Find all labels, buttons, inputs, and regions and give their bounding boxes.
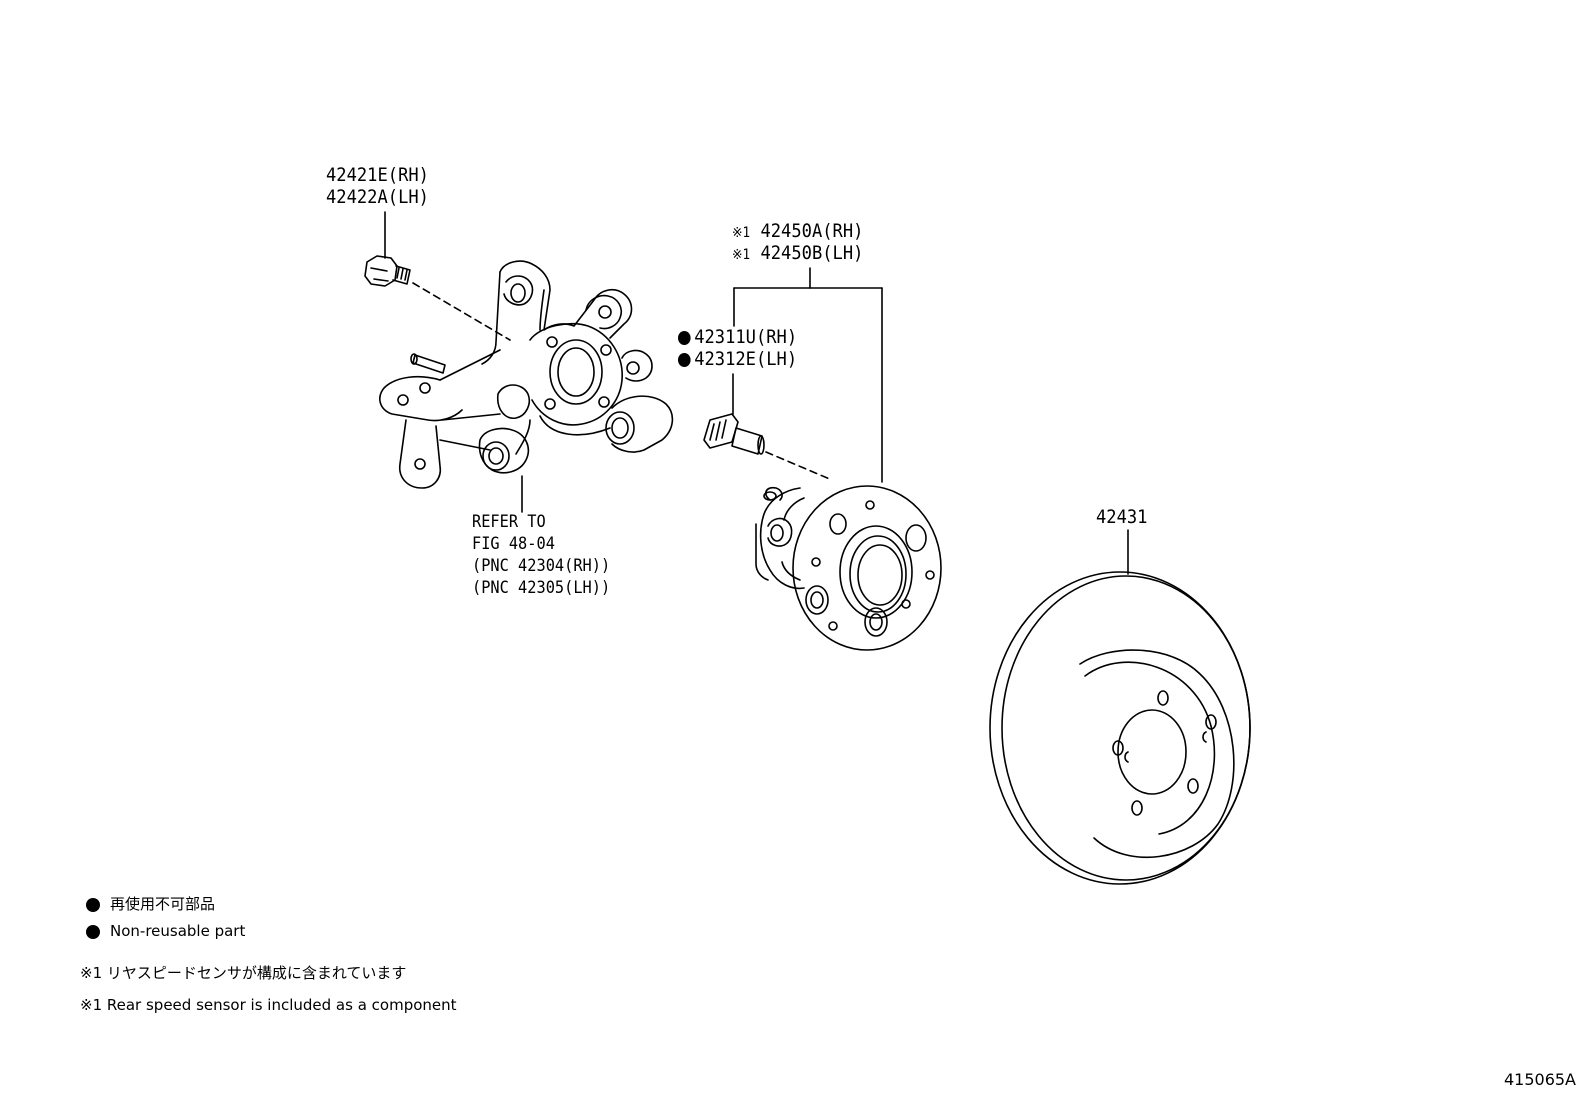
callout-hub-lh: ※1 42450B(LH) xyxy=(732,242,863,266)
legend-non-reusable-jp-text: 再使用不可部品 xyxy=(110,895,216,913)
callout-hub-rh-text: 42450A(RH) xyxy=(760,220,864,242)
hub-stud-part xyxy=(703,373,833,481)
refer-note-line-1: REFER TO xyxy=(472,512,546,532)
sensor-note-mark: ※1 xyxy=(732,225,751,241)
refer-note-line-2: FIG 48-04 xyxy=(472,534,555,554)
callout-stud-lh-text: 42312E(LH) xyxy=(694,348,798,370)
non-reusable-dot-icon xyxy=(86,897,100,912)
non-reusable-dot-icon xyxy=(678,330,691,345)
hub-leader-bracket xyxy=(733,267,883,483)
refer-note-line-4: (PNC 42305(LH)) xyxy=(472,578,611,598)
legend-non-reusable-en: Non-reusable part xyxy=(86,922,245,940)
callout-stud-lh: 42312E(LH) xyxy=(678,348,797,370)
callout-disc: 42431 xyxy=(1096,506,1148,528)
legend-sensor-note-en: ※1 Rear speed sensor is included as a co… xyxy=(80,996,457,1014)
callout-hub-lh-text: 42450B(LH) xyxy=(760,242,864,264)
non-reusable-dot-icon xyxy=(678,352,691,367)
knuckle-part xyxy=(379,260,674,513)
non-reusable-dot-icon xyxy=(86,924,100,939)
callout-hub-rh: ※1 42450A(RH) xyxy=(732,220,863,244)
disc-rotor-part xyxy=(989,529,1251,885)
callout-stud-rh-text: 42311U(RH) xyxy=(694,326,798,348)
callout-stud-rh: 42311U(RH) xyxy=(678,326,797,348)
sensor-note-mark: ※1 xyxy=(732,247,751,263)
figure-id: 415065A xyxy=(1503,1070,1576,1089)
bolt-part xyxy=(364,211,511,341)
refer-note-line-3: (PNC 42304(RH)) xyxy=(472,556,611,576)
legend-sensor-note-jp: ※1 リヤスピードセンサが構成に含まれています xyxy=(80,964,407,982)
callout-bolt-rh: 42421E(RH) xyxy=(326,164,429,186)
legend-non-reusable-jp: 再使用不可部品 xyxy=(86,893,215,914)
legend-non-reusable-en-text: Non-reusable part xyxy=(110,922,246,940)
callout-bolt-lh: 42422A(LH) xyxy=(326,186,429,208)
hub-bearing-part xyxy=(755,485,942,651)
